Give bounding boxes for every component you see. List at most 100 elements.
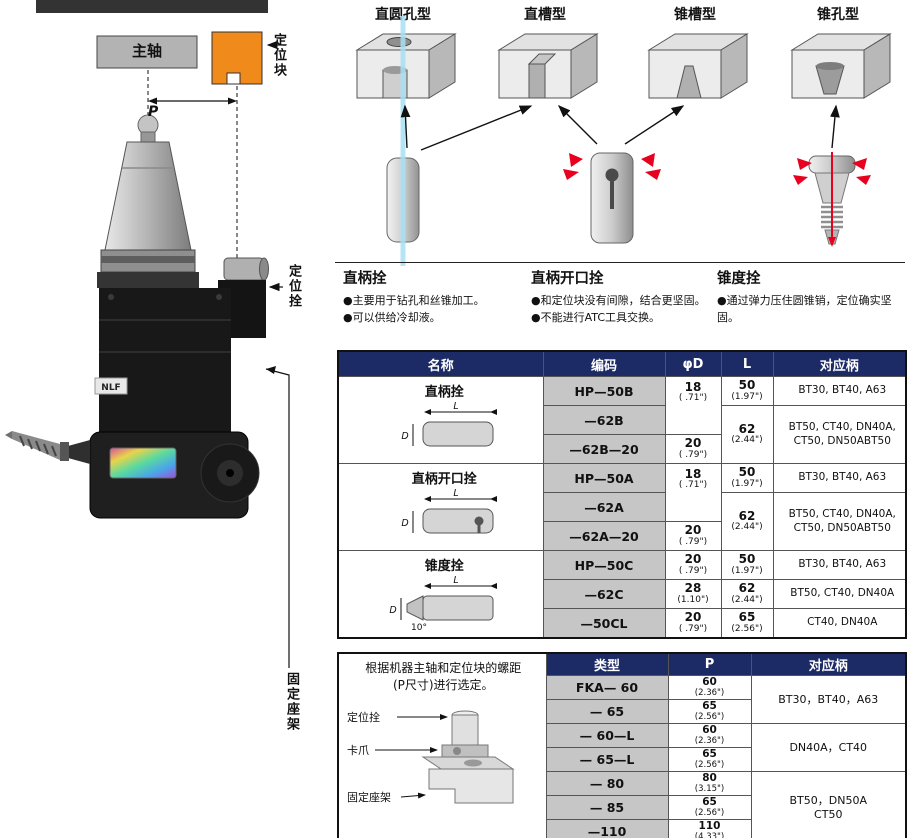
pin-dim-diagram-open: L D (401, 488, 497, 534)
type-cell: —110 (545, 819, 669, 838)
pin-figure-straight-open (563, 152, 661, 244)
l-cell: 62(2.44") (720, 405, 774, 464)
header-type: 类型 (545, 652, 669, 676)
pin-title: 锥度拴 (717, 271, 761, 287)
shank-cell: BT50, CT40, DN40A (772, 579, 907, 609)
type-cell: — 60—L (545, 723, 669, 748)
header-l: L (720, 350, 774, 377)
shank-cell: BT30，BT40，A63 (750, 675, 907, 724)
pin-desc-straight: 直柄拴 ●主要用于钻孔和丝锥加工。 ●可以供给冷却液。 (343, 267, 525, 326)
pin-title: 直柄开口拴 (531, 271, 604, 287)
coolant-line (400, 16, 406, 266)
d-cell: 20( .79") (664, 434, 722, 464)
l-cell: 62(2.44") (720, 492, 774, 551)
svg-text:卡爪: 卡爪 (347, 744, 369, 757)
match-arrows (400, 16, 840, 266)
selection-note: (P尺寸)进行选定。 (392, 678, 494, 693)
code-cell: HP—50C (542, 550, 666, 580)
socket-type-label-taper-slot: 锥槽型 (674, 7, 716, 23)
pin-desc-taper: 锥度拴 ●通过弹力压住圆锥销，定位确实坚固。 (717, 267, 905, 326)
group-name: 直柄开口拴 (411, 472, 477, 487)
hologram-sticker (109, 447, 177, 479)
selection-note-cell: 根据机器主轴和定位块的螺距 (P尺寸)进行选定。 定位拴 卡爪 固定座架 (337, 652, 547, 838)
taper-shank (104, 141, 192, 251)
pin-bullet: ●可以供给冷却液。 (343, 310, 441, 324)
pin-dim-diagram-taper: L D 10° (389, 575, 497, 633)
pin-desc-straight-open: 直柄开口拴 ●和定位块没有间隙，结合更坚固。 ●不能进行ATC工具交换。 (531, 267, 717, 326)
shank-cell: BT30, BT40, A63 (772, 463, 907, 493)
table-row: —110 110(4.33") (338, 819, 906, 838)
pin-figure-taper (793, 152, 871, 247)
table-row: FKA— 60 60(2.36") BT30，BT40，A63 (338, 675, 907, 724)
table-row: —50CL 20( .79") 65(2.56") CT40, DN40A (338, 608, 907, 639)
mount-assembly-diagram: 定位拴 卡爪 固定座架 (347, 710, 515, 804)
group-name: 锥度拴 (424, 559, 464, 574)
d-cell: 20( .79") (664, 550, 722, 580)
group-name-cell: 直柄拴 L D (337, 376, 544, 464)
d-cell: 18( .71") (664, 376, 722, 435)
spindle-box (96, 35, 198, 69)
p-cell: 80(3.15") (667, 771, 752, 796)
type-cell: FKA— 60 (545, 675, 669, 700)
d-cell: 28(1.10") (664, 579, 722, 609)
socket-figure-straight-slot (497, 33, 599, 99)
positioning-pin-label: 定位拴 (285, 264, 301, 309)
table-row: — 65—L 65(2.56") (338, 747, 906, 772)
socket-type-label-round: 直圆孔型 (375, 7, 431, 23)
l-cell: 50(1.97") (720, 463, 774, 493)
shank-cell: CT40, DN40A (772, 608, 907, 639)
svg-text:10°: 10° (411, 623, 427, 632)
group-name: 直柄拴 (424, 385, 464, 400)
p-cell: 65(2.56") (667, 699, 752, 724)
angle-head-body (99, 288, 231, 436)
shank-cell: BT30, BT40, A63 (772, 550, 907, 580)
p-cell: 65(2.56") (667, 795, 752, 820)
table-row: —62A 62(2.44") BT50, CT40, DN40A,CT50, D… (338, 492, 907, 551)
pin-bullet: ●通过弹力压住圆锥销，定位确实坚固。 (717, 294, 892, 324)
machine-frame-bar (36, 0, 268, 13)
mount-spec-table: 根据机器主轴和定位块的螺距 (P尺寸)进行选定。 定位拴 卡爪 固定座架 (337, 652, 907, 838)
header-shank: 对应柄 (750, 652, 907, 676)
header-p: P (667, 652, 752, 676)
type-cell: — 85 (545, 795, 669, 820)
svg-text:定位拴: 定位拴 (347, 710, 380, 724)
l-cell: 50(1.97") (720, 550, 774, 580)
l-cell: 65(2.56") (720, 608, 774, 639)
fixed-mount-label: 固定座架 (283, 672, 299, 732)
table-row: — 60—L 60(2.36") DN40A，CT40 (338, 723, 907, 772)
pin-bullet: ●不能进行ATC工具交换。 (531, 310, 661, 324)
pin-title: 直柄拴 (343, 271, 387, 287)
p-cell: 110(4.33") (667, 819, 752, 838)
p-cell: 65(2.56") (667, 747, 752, 772)
socket-pin-diagram: 直圆孔型 直槽型 锥槽型 锥孔型 (335, 0, 913, 348)
code-cell: —62A (542, 492, 666, 522)
type-cell: — 65 (545, 699, 669, 724)
l-cell: 50(1.97") (720, 376, 774, 406)
svg-text:L: L (453, 575, 458, 586)
svg-text:固定座架: 固定座架 (347, 790, 391, 804)
header-d: φD (664, 350, 722, 377)
drill-bit (12, 431, 60, 460)
table-row: —62B—20 20( .79") (338, 434, 906, 464)
shank-cell: DN40A，CT40 (750, 723, 907, 772)
p-cell: 60(2.36") (667, 675, 752, 700)
d-cell: 18( .71") (664, 463, 722, 522)
p-dimension-label: P (148, 104, 159, 120)
header-code: 编码 (542, 350, 666, 377)
type-cell: — 80 (545, 771, 669, 796)
spindle-label: 主轴 (131, 42, 162, 61)
machine-illustration: NLF 主轴 定位块 P 定位拴 固定座架 (0, 0, 335, 838)
socket-figure-taper-slot (647, 33, 749, 99)
shank-cell: BT50, CT40, DN40A,CT50, DN50ABT50 (772, 405, 907, 464)
chuck (68, 440, 90, 464)
code-cell: —62A—20 (542, 521, 666, 551)
table-row: 直柄开口拴 L D HP—50A 18( .71") 50(1.97") BT3… (337, 463, 907, 551)
code-cell: HP—50B (542, 376, 666, 406)
section-divider (335, 262, 905, 263)
pin-bullet: ●主要用于钻孔和丝锥加工。 (343, 294, 485, 307)
p-cell: 60(2.36") (667, 723, 752, 748)
socket-figure-straight-round (355, 33, 457, 99)
socket-figure-taper-hole (790, 33, 892, 99)
